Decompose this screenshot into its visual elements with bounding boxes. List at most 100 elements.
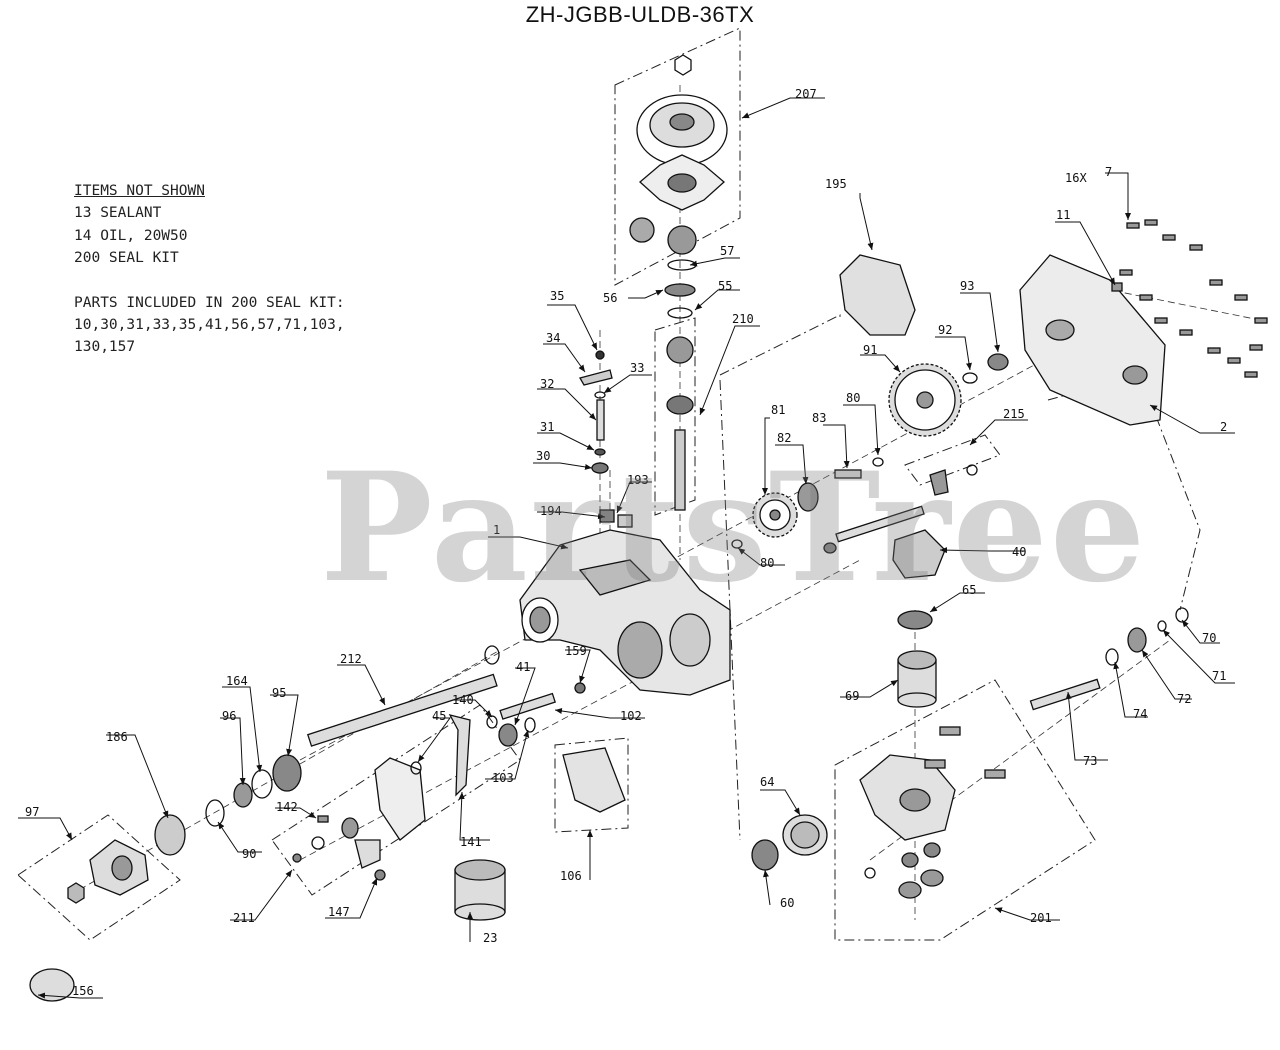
washer-80b — [731, 539, 743, 549]
oring-55 — [667, 307, 693, 319]
seal-186 — [154, 814, 186, 856]
washer-70 — [1175, 607, 1189, 623]
washer-80 — [872, 457, 884, 467]
shaft-73 — [1029, 678, 1101, 711]
kit-header: PARTS INCLUDED IN 200 SEAL KIT: — [74, 294, 345, 311]
note-item-oil: 14 OIL, 20W50 — [74, 227, 188, 244]
bearing-96 — [233, 782, 253, 808]
washer-74 — [1105, 648, 1119, 666]
callout-103: 103 — [492, 771, 514, 785]
callout-210: 210 — [732, 312, 754, 326]
diagram-title: ZH-JGBB-ULDB-36TX — [525, 2, 755, 27]
hub-97 — [67, 839, 149, 904]
callout-106: 106 — [560, 869, 582, 883]
callout-35: 35 — [550, 289, 564, 303]
cylinder-block-69 — [897, 650, 937, 708]
pinion-82 — [797, 482, 819, 512]
part-shapes — [29, 54, 1268, 1002]
callout-102: 102 — [620, 709, 642, 723]
callout-90: 90 — [242, 847, 256, 861]
group-97-outline — [17, 814, 181, 941]
guide-60 — [719, 379, 741, 841]
pin-83 — [834, 469, 862, 479]
callout-73: 73 — [1083, 754, 1097, 768]
callout-95: 95 — [272, 686, 286, 700]
cylinder-block-64 — [782, 814, 828, 856]
callout-164: 164 — [226, 674, 248, 688]
gear-81 — [752, 492, 798, 538]
callout-194: 194 — [540, 504, 562, 518]
callout-56: 56 — [603, 291, 617, 305]
washer-164 — [251, 769, 273, 799]
bushing-212 — [484, 645, 500, 665]
callout-186: 186 — [106, 730, 128, 744]
valve-159 — [574, 682, 586, 694]
ring-103 — [524, 717, 536, 733]
callout-34: 34 — [546, 331, 560, 345]
bolts-7 — [1111, 219, 1268, 378]
seal-56 — [664, 283, 696, 297]
callout-70: 70 — [1202, 631, 1216, 645]
arm-102 — [499, 692, 556, 720]
callout-140: 140 — [452, 693, 474, 707]
callout-147: 147 — [328, 905, 350, 919]
callout-57: 57 — [720, 244, 734, 258]
callout-195: 195 — [825, 177, 847, 191]
callout-33: 33 — [630, 361, 644, 375]
callout-55: 55 — [718, 279, 732, 293]
kit-line-1: 10,30,31,33,35,41,56,57,71,103, — [74, 317, 345, 334]
callout-93: 93 — [960, 279, 974, 293]
shaft-210 — [666, 336, 694, 511]
spring-147 — [374, 869, 386, 881]
cover-195 — [839, 254, 916, 336]
callout-72: 72 — [1177, 692, 1191, 706]
group-215-outline — [904, 434, 1001, 486]
callout-30: 30 — [536, 449, 550, 463]
callout-2: 2 — [1220, 420, 1227, 434]
callout-65: 65 — [962, 583, 976, 597]
callout-212: 212 — [340, 652, 362, 666]
end-cover-2 — [1019, 254, 1166, 426]
note-item-sealant: 13 SEALANT — [74, 205, 162, 222]
gear-72 — [1127, 627, 1147, 653]
callout-11: 11 — [1056, 208, 1070, 222]
washer-45 — [410, 761, 422, 775]
block-215 — [929, 469, 949, 496]
callout-156: 156 — [72, 984, 94, 998]
callout-215: 215 — [1003, 407, 1025, 421]
callout-16x: 16X — [1065, 171, 1087, 185]
callout-92: 92 — [938, 323, 952, 337]
plate-60 — [751, 839, 779, 871]
callout-31: 31 — [540, 420, 554, 434]
callout-91: 91 — [863, 343, 877, 357]
bearing-65 — [897, 610, 933, 630]
notes-block: ITEMS NOT SHOWN 13 SEALANT 14 OIL, 20W50… — [74, 180, 345, 359]
callout-32: 32 — [540, 377, 554, 391]
guide-195 — [719, 314, 841, 376]
callout-81: 81 — [771, 403, 785, 417]
pulley-207 — [629, 54, 728, 271]
group-210-outline — [654, 317, 696, 516]
callout-69: 69 — [845, 689, 859, 703]
washer-92 — [962, 372, 978, 384]
callout-80-top: 80 — [846, 391, 860, 405]
callout-1: 1 — [493, 523, 500, 537]
callout-40: 40 — [1012, 545, 1026, 559]
group-106-outline — [554, 737, 629, 833]
callout-142: 142 — [276, 800, 298, 814]
washer-140 — [486, 715, 498, 729]
pin-142 — [317, 815, 329, 823]
callout-7: 7 — [1105, 165, 1112, 179]
callout-82: 82 — [777, 431, 791, 445]
callout-207: 207 — [795, 87, 817, 101]
plate-211 — [374, 757, 426, 841]
callout-41: 41 — [516, 660, 530, 674]
callout-201: 201 — [1030, 911, 1052, 925]
ring-90 — [205, 799, 225, 827]
note-item-seal-kit: 200 SEAL KIT — [74, 250, 179, 267]
ring-71 — [1157, 620, 1167, 632]
gear-91 — [888, 363, 962, 437]
callout-60: 60 — [780, 896, 794, 910]
